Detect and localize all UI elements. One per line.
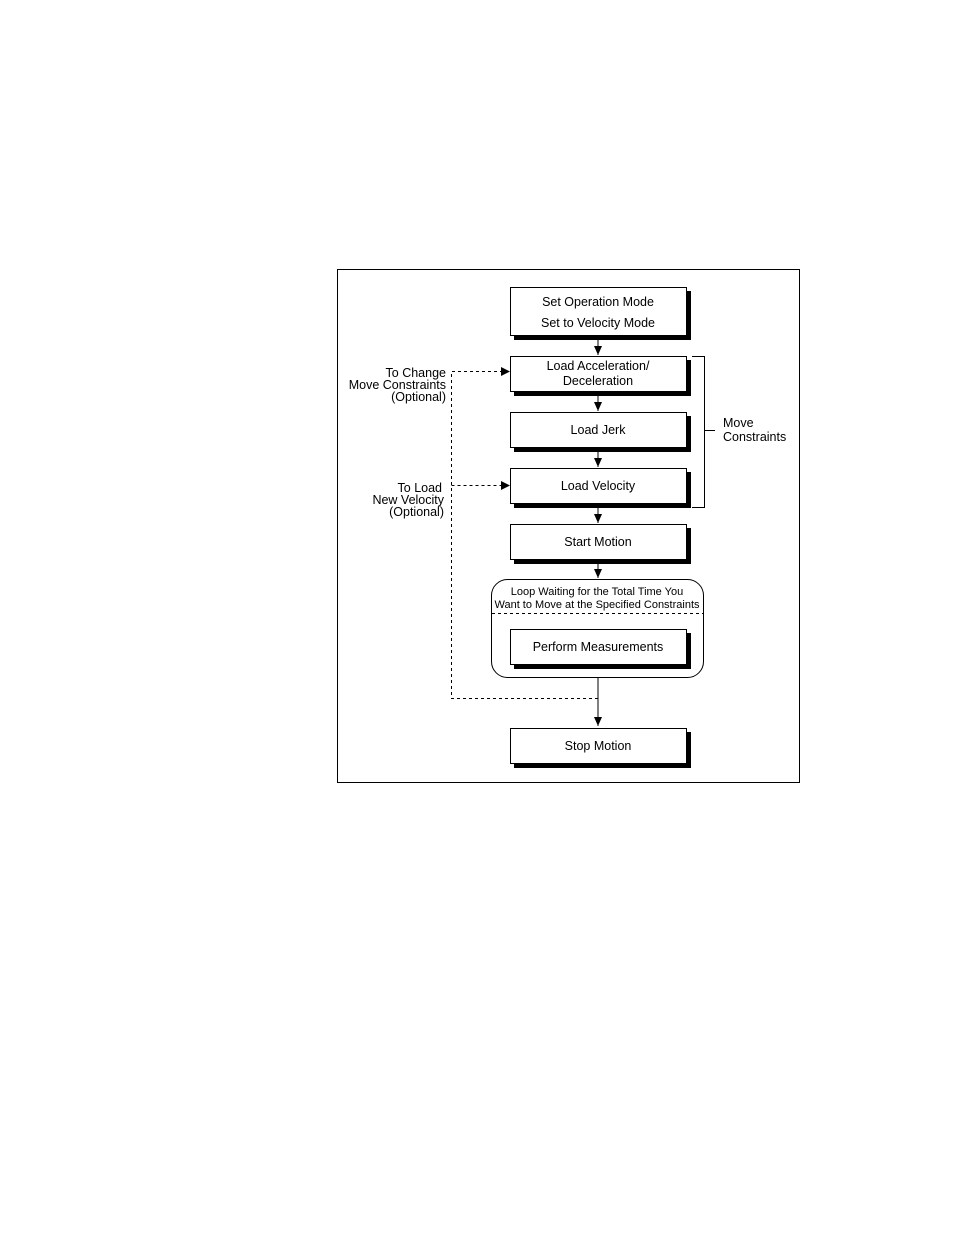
- change-constraints-annotation: To Change Move Constraints (Optional): [349, 366, 446, 404]
- svg-text:To Load: To Load: [398, 481, 443, 495]
- svg-text:To Change: To Change: [386, 366, 447, 380]
- optional-feedback-path: [451, 367, 598, 699]
- start-motion-label: Start Motion: [564, 535, 631, 549]
- deceleration-label: Deceleration: [563, 374, 633, 388]
- svg-text:(Optional): (Optional): [389, 505, 444, 519]
- load-jerk-box: Load Jerk: [510, 412, 691, 452]
- svg-text:New Velocity: New Velocity: [372, 493, 444, 507]
- load-jerk-label: Load Jerk: [571, 423, 627, 437]
- move-constraints-label-line1: Move: [723, 416, 754, 430]
- dashed-arrowhead-accel: [501, 367, 510, 376]
- set-velocity-mode-label: Set to Velocity Mode: [541, 316, 655, 330]
- start-motion-box: Start Motion: [510, 524, 691, 564]
- figure-frame: [337, 269, 800, 783]
- load-acceleration-box: Load Acceleration/ Deceleration: [510, 356, 691, 396]
- load-velocity-box: Load Velocity: [510, 468, 691, 508]
- load-velocity-label: Load Velocity: [561, 479, 636, 493]
- set-operation-mode-label: Set Operation Mode: [542, 295, 654, 309]
- loop-label-line1: Loop Waiting for the Total Time You: [511, 586, 683, 598]
- move-constraints-bracket: Move Constraints: [692, 356, 786, 508]
- perform-measurements-label: Perform Measurements: [533, 640, 664, 654]
- move-constraints-label-line2: Constraints: [723, 430, 786, 444]
- load-acceleration-label: Load Acceleration/: [547, 359, 650, 373]
- set-operation-mode-box: Set Operation Mode Set to Velocity Mode: [510, 287, 691, 340]
- svg-text:(Optional): (Optional): [391, 390, 446, 404]
- dashed-arrowhead-velocity: [501, 481, 510, 490]
- stop-motion-label: Stop Motion: [565, 739, 632, 753]
- svg-text:Move Constraints: Move Constraints: [349, 378, 446, 392]
- loop-label-line2: Want to Move at the Specified Constraint…: [494, 599, 700, 611]
- perform-measurements-box: Perform Measurements: [510, 629, 691, 669]
- load-new-velocity-annotation: To Load New Velocity (Optional): [372, 481, 444, 519]
- stop-motion-box: Stop Motion: [510, 728, 691, 768]
